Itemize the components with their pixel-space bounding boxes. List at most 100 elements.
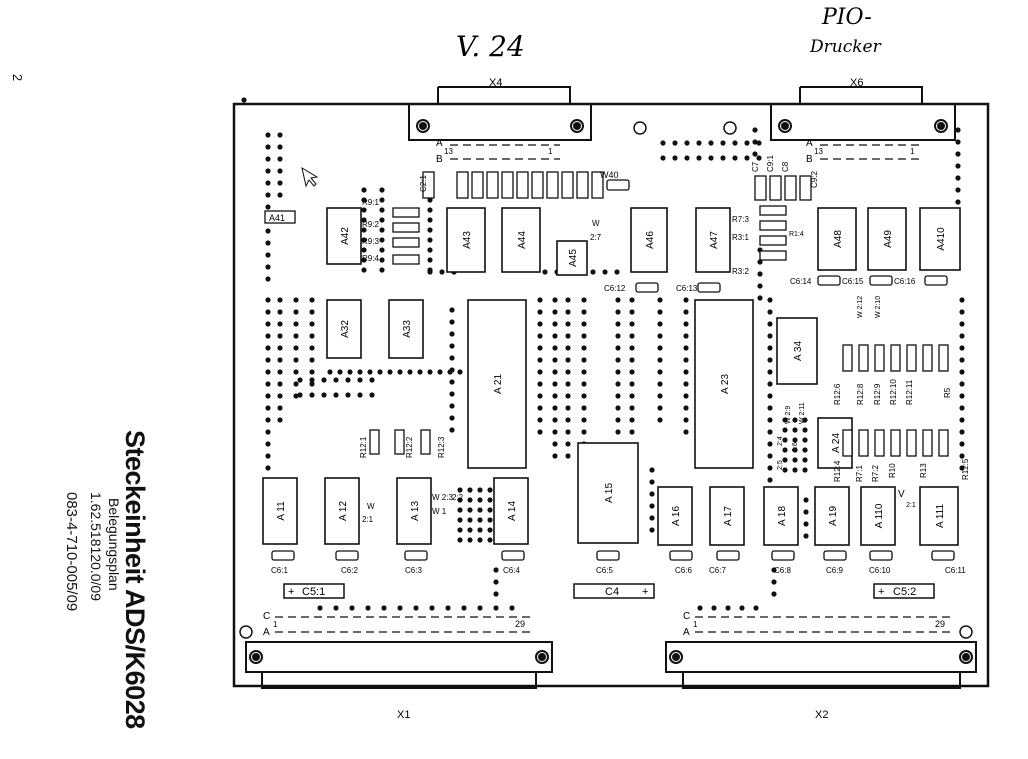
cap-label: + — [878, 586, 884, 598]
solder-pad — [427, 227, 433, 233]
solder-pad — [493, 579, 499, 585]
solder-pad — [265, 321, 271, 327]
solder-pad — [537, 357, 543, 363]
solder-pad — [265, 345, 271, 351]
chip-a12-label: A 12 — [338, 501, 349, 521]
chip-a46: A46 — [630, 207, 668, 273]
solder-pad — [277, 192, 283, 198]
solder-pad — [767, 477, 773, 483]
solder-pad — [657, 321, 663, 327]
solder-pad — [782, 447, 788, 453]
pin-label: C — [683, 611, 690, 622]
solder-pad — [581, 309, 587, 315]
board-title: Steckeinheit ADS/K6028 — [120, 430, 150, 729]
solder-pad — [477, 497, 483, 503]
solder-pad — [581, 333, 587, 339]
solder-pad — [457, 517, 463, 523]
mounting-hole — [723, 121, 737, 135]
res-label: R9:4 — [362, 254, 379, 263]
solder-pad — [649, 491, 655, 497]
board-number-1: 1.62.518120.0/09 — [88, 492, 104, 601]
pin-label: A — [436, 138, 443, 149]
solder-pad — [581, 321, 587, 327]
solder-pad — [615, 429, 621, 435]
solder-pad — [720, 155, 726, 161]
solder-pad — [565, 309, 571, 315]
solder-pad — [277, 321, 283, 327]
res-label: R12:11 — [905, 379, 914, 405]
solder-pad — [449, 307, 455, 313]
solder-pad — [629, 321, 635, 327]
solder-pad — [449, 403, 455, 409]
solder-pad — [657, 297, 663, 303]
solder-pad — [802, 427, 808, 433]
solder-pad — [629, 417, 635, 423]
solder-pad — [629, 309, 635, 315]
solder-pad — [565, 381, 571, 387]
chip-a45-label: A45 — [568, 249, 579, 267]
cap-label: C6:2 — [341, 566, 358, 575]
solder-pad — [377, 369, 383, 375]
solder-pad — [752, 151, 758, 157]
cap-label: C9:1 — [766, 155, 775, 172]
solder-pad — [959, 393, 965, 399]
solder-pad — [487, 517, 493, 523]
solder-pad — [457, 497, 463, 503]
solder-pad — [457, 507, 463, 513]
solder-pad — [487, 507, 493, 513]
solder-pad — [449, 331, 455, 337]
solder-pad — [487, 537, 493, 543]
chip-a19-label: A 19 — [828, 506, 839, 526]
jumper-label: 2:6 — [792, 442, 799, 452]
solder-pad — [683, 393, 689, 399]
chip-a16: A 16 — [657, 486, 693, 546]
chip-a16-label: A 16 — [671, 506, 682, 526]
solder-pad — [293, 357, 299, 363]
solder-pad — [277, 381, 283, 387]
solder-pad — [959, 309, 965, 315]
solder-pad — [660, 140, 666, 146]
solder-pad — [361, 207, 367, 213]
chip-a15-label: A 15 — [604, 483, 615, 503]
solder-pad — [309, 369, 315, 375]
solder-pad — [672, 140, 678, 146]
solder-pad — [293, 345, 299, 351]
solder-pad — [753, 605, 759, 611]
solder-pad — [457, 369, 463, 375]
jumper-label: V — [898, 489, 905, 500]
solder-pad — [413, 605, 419, 611]
chip-a110-label: A 110 — [874, 503, 885, 528]
res-label: R12:4 — [833, 460, 842, 482]
chip-a43-label: A43 — [462, 231, 473, 249]
solder-pad — [379, 217, 385, 223]
chip-a410: A410 — [919, 207, 961, 271]
solder-pad — [477, 517, 483, 523]
res-label: R7:3 — [732, 215, 749, 224]
solder-pad — [552, 417, 558, 423]
solder-pad — [397, 369, 403, 375]
cap-label: C6:6 — [675, 566, 692, 575]
solder-pad — [477, 605, 483, 611]
chip-a46-label: A46 — [645, 231, 656, 249]
solder-pad — [615, 393, 621, 399]
solder-pad — [387, 369, 393, 375]
chip-a18-label: A 18 — [777, 506, 788, 526]
chip-a15: A 15 — [577, 442, 639, 544]
res-label: R3:2 — [732, 267, 749, 276]
solder-pad — [265, 168, 271, 174]
solder-pad — [684, 155, 690, 161]
solder-pad — [345, 377, 351, 383]
chip-a23: A 23 — [694, 299, 754, 469]
pin-label: B — [436, 154, 443, 165]
solder-pad — [361, 197, 367, 203]
solder-pad — [265, 441, 271, 447]
solder-pad — [955, 187, 961, 193]
pin-label: 29 — [935, 619, 945, 629]
pin-label: 29 — [515, 619, 525, 629]
resistors-r12-left — [369, 429, 431, 455]
solder-pad — [265, 393, 271, 399]
cap-label: C6:16 — [894, 277, 916, 286]
solder-pad — [565, 321, 571, 327]
solder-pad — [792, 467, 798, 473]
solder-pad — [361, 187, 367, 193]
